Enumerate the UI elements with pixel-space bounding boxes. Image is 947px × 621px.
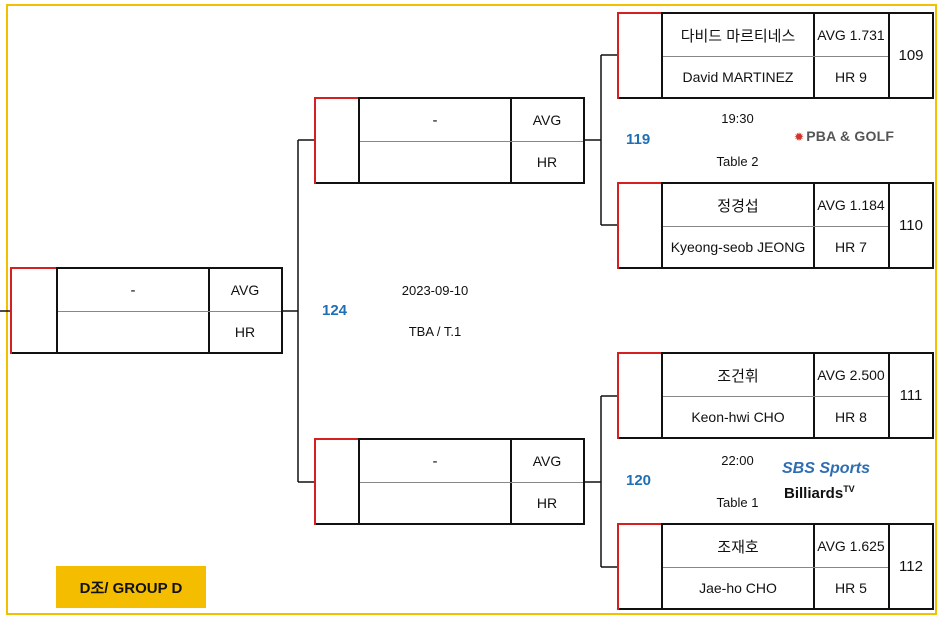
card-divider <box>813 14 815 97</box>
player-hr: HR 5 <box>835 580 867 596</box>
match-120-table: Table 1 <box>716 495 759 510</box>
billiards-text: Billiards <box>784 485 844 502</box>
quarter-bottom-player-card[interactable]: - AVG HR <box>358 438 585 525</box>
match-119-table: Table 2 <box>716 154 759 169</box>
player-hr: HR 8 <box>835 409 867 425</box>
player-name-en: Kyeong-seob JEONG <box>670 239 806 255</box>
player-seed-box <box>617 523 663 610</box>
player-name-ko: 정경섭 <box>717 197 759 215</box>
card-divider <box>208 269 210 352</box>
card-divider <box>813 184 815 267</box>
semifinal-date: 2023-09-10 <box>401 283 469 298</box>
player-seed-box <box>617 182 663 269</box>
quarter-top-player-card[interactable]: - AVG HR <box>358 97 585 184</box>
row-divider <box>663 567 888 568</box>
card-divider <box>813 525 815 608</box>
quarter-top-seed-box <box>314 97 360 184</box>
player-seed-number: 110 <box>888 182 934 269</box>
quarter-bottom-seed-box <box>314 438 360 525</box>
card-divider <box>510 440 512 523</box>
match-number-120: 120 <box>626 472 652 489</box>
player-card[interactable]: 다비드 마르티네스 AVG 1.731 David MARTINEZ HR 9 <box>661 12 890 99</box>
row-divider <box>663 56 888 57</box>
match-120-time: 22:00 <box>721 453 754 468</box>
player-hr: HR 9 <box>835 69 867 85</box>
avg-label: AVG <box>532 112 562 128</box>
pba-golf-text: PBA & GOLF <box>806 128 895 144</box>
match-number-124: 124 <box>322 302 348 319</box>
player-name-ko: 다비드 마르티네스 <box>680 27 796 45</box>
player-avg: AVG 1.731 <box>817 27 885 43</box>
player-seed-box <box>617 352 663 439</box>
player-card[interactable]: 정경섭 AVG 1.184 Kyeong-seob JEONG HR 7 <box>661 182 890 269</box>
pba-golf-logo: ✹PBA & GOLF <box>794 128 894 144</box>
card-divider <box>510 99 512 182</box>
player-seed-box <box>617 12 663 99</box>
player-seed-number: 109 <box>888 12 934 99</box>
row-divider <box>58 311 281 312</box>
avg-label: AVG <box>532 453 562 469</box>
bracket-frame <box>6 4 937 615</box>
player-name-en: Jae-ho CHO <box>699 580 777 596</box>
row-divider <box>360 141 583 142</box>
player-name-en: Keon-hwi CHO <box>691 409 785 425</box>
semifinal-venue: TBA / T.1 <box>408 324 462 339</box>
player-name-ko: 조건휘 <box>717 367 759 385</box>
semifinal-player-card[interactable]: - AVG HR <box>56 267 283 354</box>
player-avg: AVG 1.625 <box>817 538 885 554</box>
hr-label: HR <box>536 154 558 170</box>
hr-label: HR <box>234 324 256 340</box>
semifinal-seed-box <box>10 267 58 354</box>
player-seed-number: 111 <box>888 352 934 439</box>
player-avg: AVG 2.500 <box>817 367 885 383</box>
match-number-119: 119 <box>626 131 651 148</box>
quarter-top-player-name: - <box>432 111 438 129</box>
hr-label: HR <box>536 495 558 511</box>
player-name-ko: 조재호 <box>717 538 759 556</box>
billiards-tv-logo: BilliardsTV <box>784 484 855 502</box>
player-seed-number: 112 <box>888 523 934 610</box>
quarter-bottom-player-name: - <box>432 452 438 470</box>
player-card[interactable]: 조재호 AVG 1.625 Jae-ho CHO HR 5 <box>661 523 890 610</box>
card-divider <box>813 354 815 437</box>
player-name-en: David MARTINEZ <box>682 69 794 85</box>
player-hr: HR 7 <box>835 239 867 255</box>
sbs-sports-logo: SBS Sports <box>782 460 871 477</box>
row-divider <box>663 396 888 397</box>
row-divider <box>360 482 583 483</box>
match-119-time: 19:30 <box>721 111 754 126</box>
player-avg: AVG 1.184 <box>817 197 885 213</box>
row-divider <box>663 226 888 227</box>
player-card[interactable]: 조건휘 AVG 2.500 Keon-hwi CHO HR 8 <box>661 352 890 439</box>
semifinal-player-name: - <box>130 281 136 299</box>
peacock-icon: ✹ <box>794 130 805 144</box>
tv-text: TV <box>843 484 855 494</box>
group-badge: D조/ GROUP D <box>56 566 206 608</box>
avg-label: AVG <box>230 282 260 298</box>
